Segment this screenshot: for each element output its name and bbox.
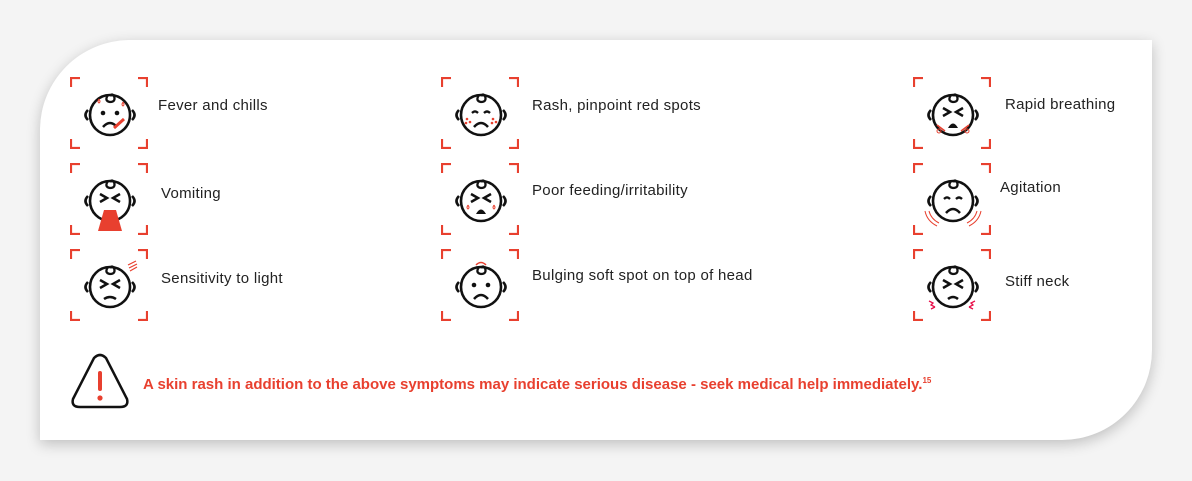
symptom-label: Fever and chills: [158, 97, 268, 114]
warning-triangle-icon: [70, 353, 130, 414]
symptom-label: Sensitivity to light: [161, 270, 283, 287]
symptoms-card: A skin rash in addition to the above sym…: [40, 40, 1152, 440]
warning-text: A skin rash in addition to the above sym…: [143, 376, 923, 393]
reference-number: 15: [922, 376, 932, 385]
symptom-label: Rapid breathing: [1005, 96, 1116, 113]
warning-message: A skin rash in addition to the above sym…: [143, 376, 931, 393]
symptom-label: Bulging soft spot on top of head: [532, 267, 753, 284]
symptom-label: Agitation: [1000, 179, 1062, 196]
symptom-label: Poor feeding/irritability: [532, 182, 688, 199]
symptom-label: Stiff neck: [1005, 273, 1070, 290]
symptom-label: Vomiting: [161, 185, 221, 202]
symptom-label: Rash, pinpoint red spots: [532, 97, 701, 114]
